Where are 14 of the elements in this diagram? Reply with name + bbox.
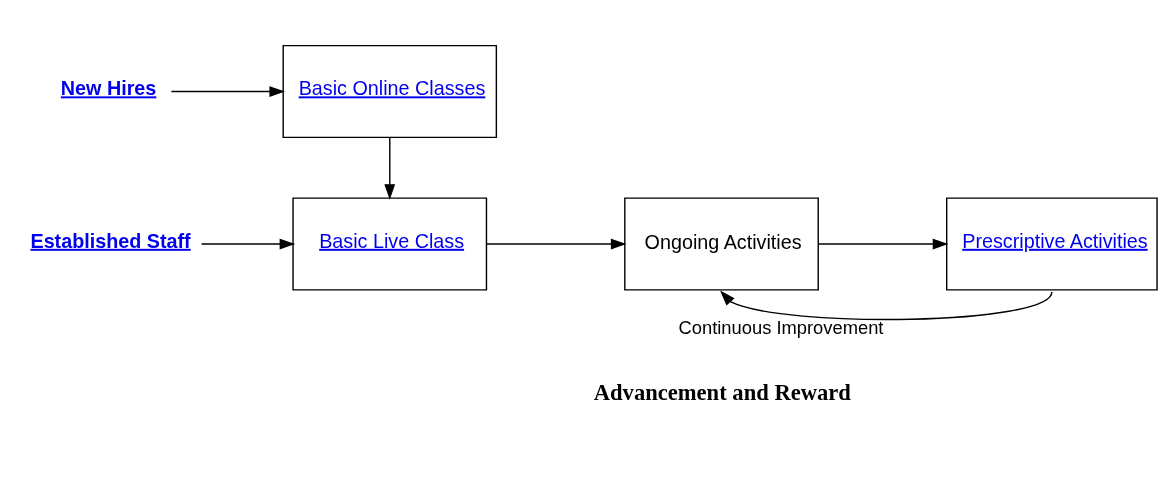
node-text: New Hires [60, 76, 157, 99]
arrow [200, 238, 296, 249]
node-text: Established Staff [30, 229, 191, 252]
node-box: Ongoing Activities [624, 196, 819, 291]
edge-label: Continuous Improvement [678, 316, 884, 338]
node-box: Basic Live Class [292, 196, 488, 291]
node-box: Basic Online Classes [282, 44, 498, 138]
arrow [170, 85, 285, 97]
arrow [486, 238, 627, 249]
arrow [384, 136, 396, 200]
arrow [720, 289, 1053, 320]
node-box: Prescriptive Activities [946, 196, 1158, 291]
arrow [817, 238, 949, 249]
label: Advancement and Reward [593, 379, 851, 405]
